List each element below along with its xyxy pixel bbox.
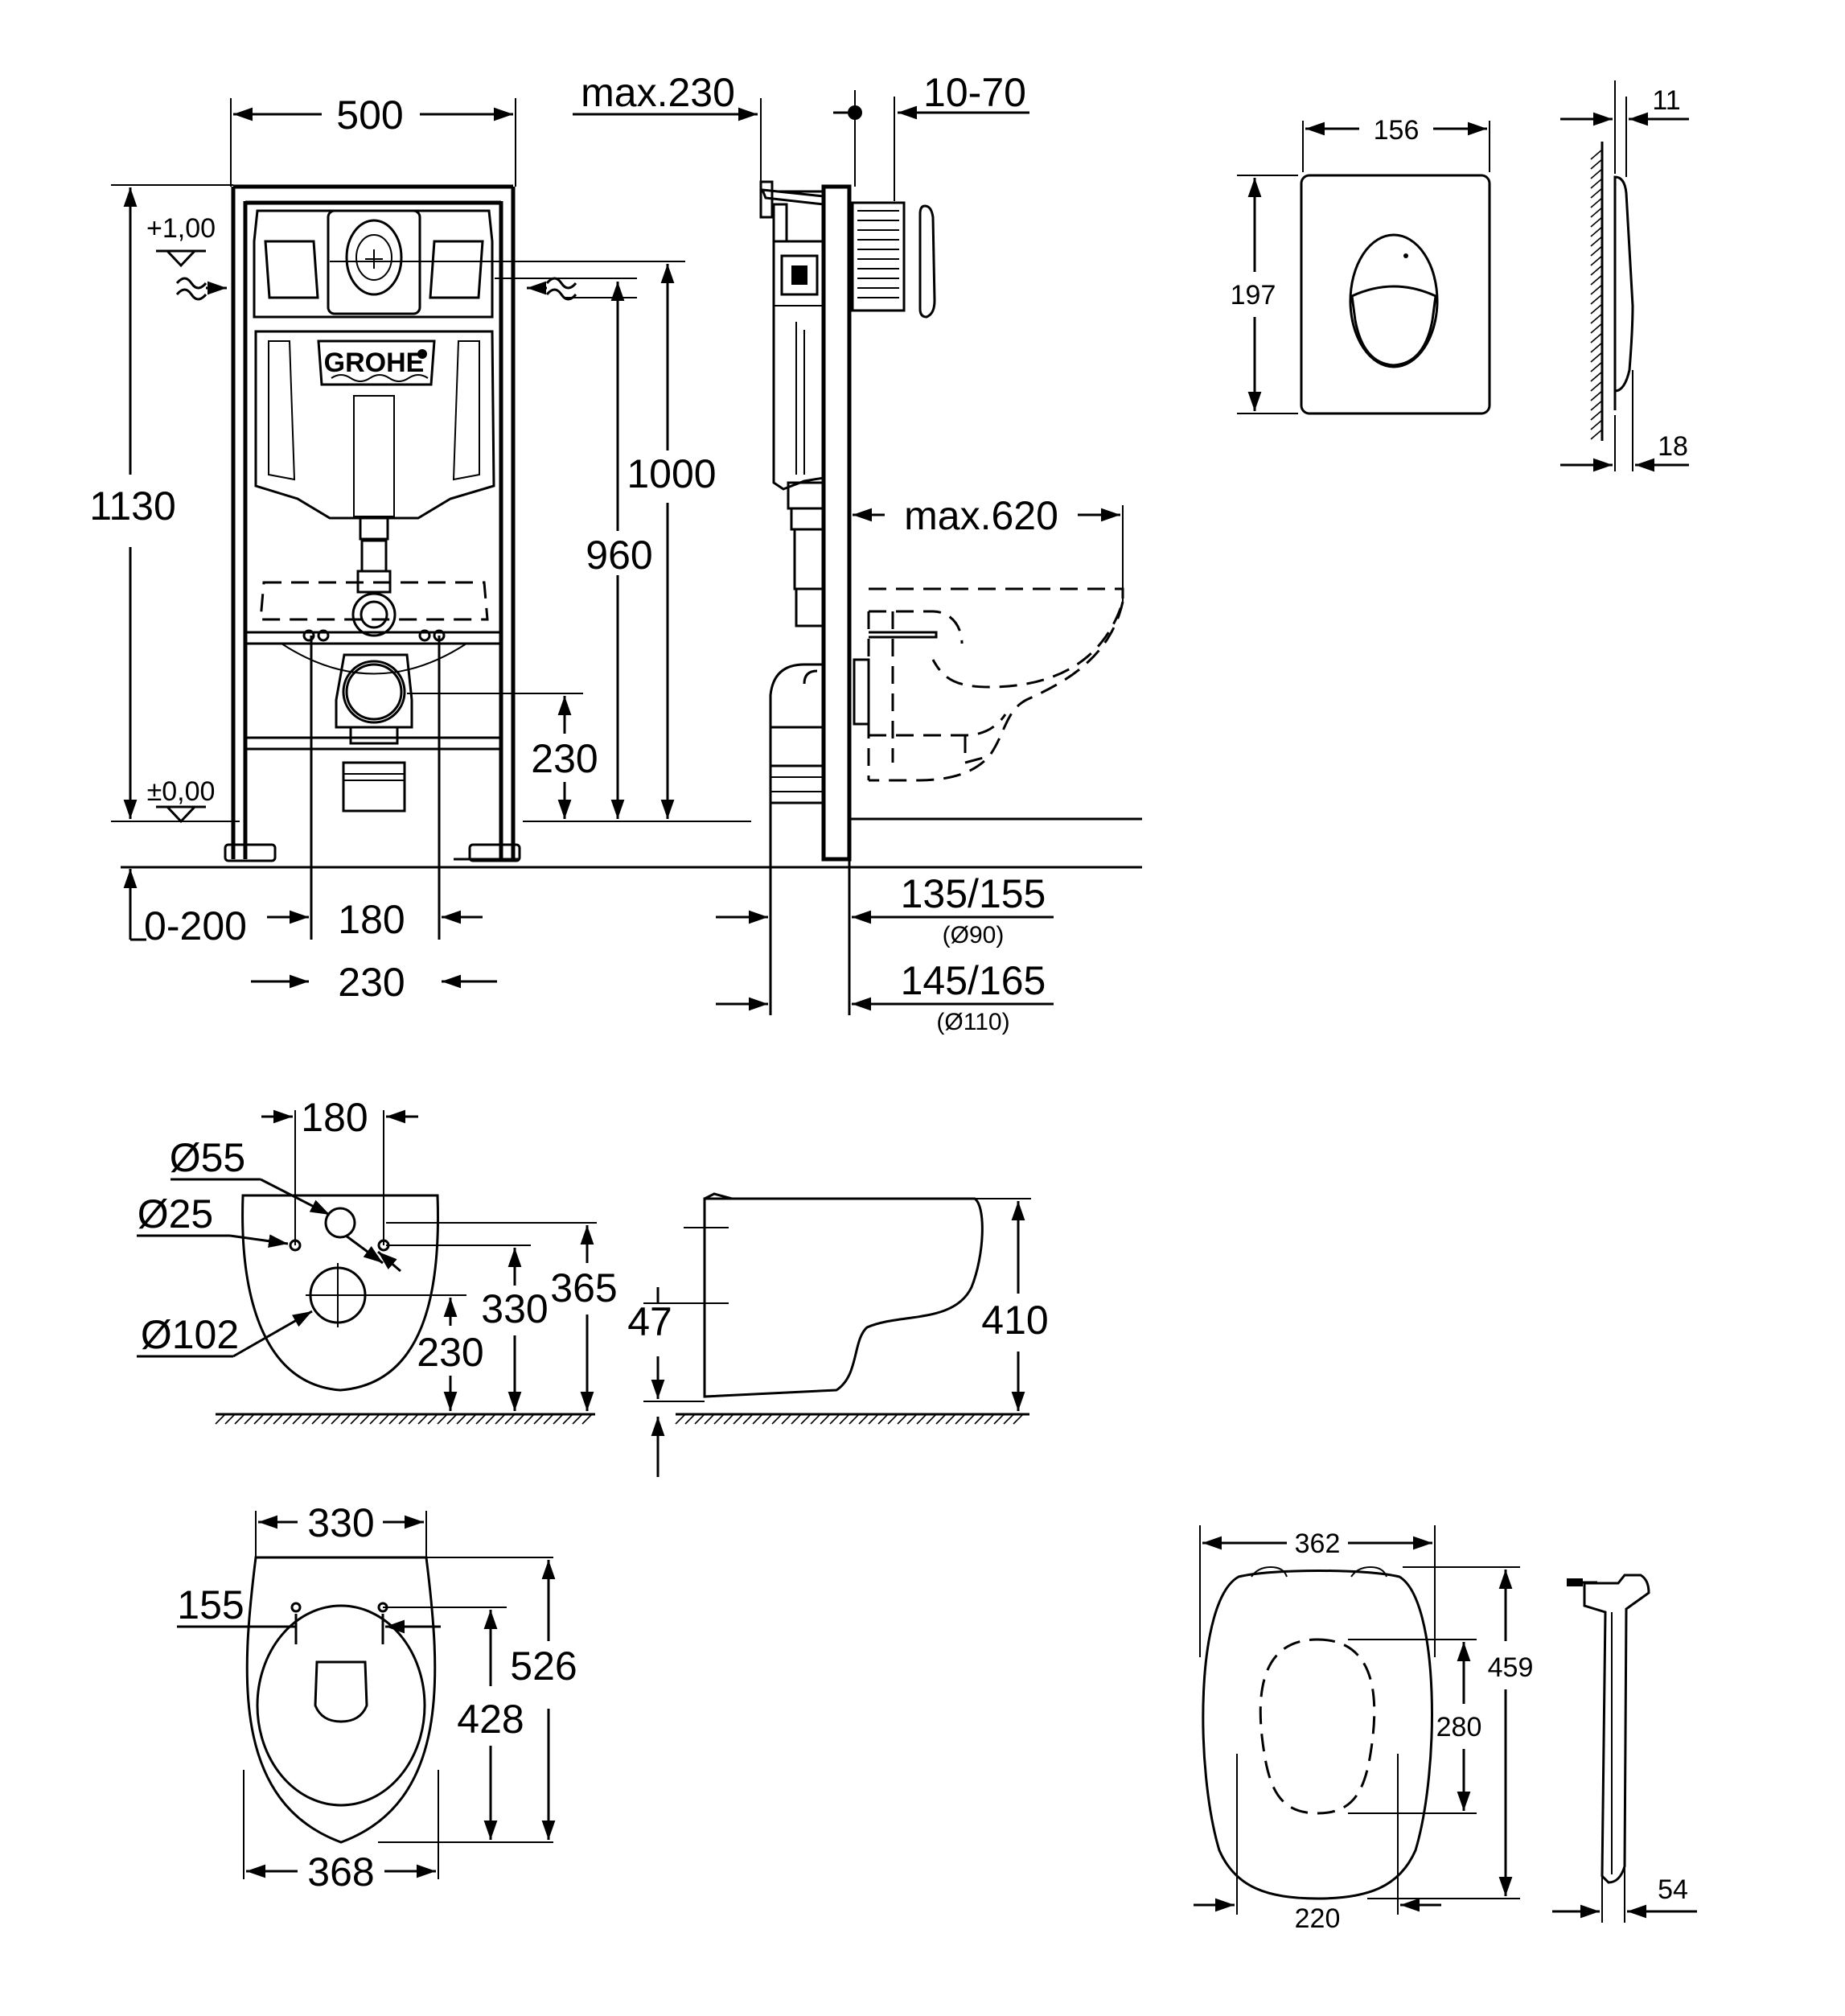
flush-plate-views: 156 197 11 18	[1231, 80, 1689, 472]
max-230-label: max.230	[581, 70, 735, 115]
bowl-side-410-label: 410	[981, 1298, 1048, 1343]
seat-views: 362 459 280 220 54	[1194, 1525, 1697, 1934]
plate-height-label: 197	[1231, 280, 1276, 311]
bowl-d25-label: Ø25	[138, 1191, 214, 1236]
seat-length-label: 459	[1488, 1652, 1534, 1683]
bowl-top-368-label: 368	[307, 1849, 374, 1895]
dim-d90-label: (Ø90)	[943, 922, 1005, 948]
offset-0-200-label: 0-200	[144, 903, 247, 948]
frame-front-view: 500 1130 +1,00 ±0,00	[89, 93, 1142, 1005]
flush-plate-front	[1300, 174, 1491, 415]
bowl-top-428-label: 428	[457, 1697, 524, 1742]
level-top-label: +1,00	[146, 213, 216, 244]
bowl-front-outline	[241, 1194, 439, 1392]
bowl-height-365-label: 365	[550, 1265, 617, 1310]
bowl-top-330-label: 330	[307, 1500, 374, 1545]
bowl-side-47-label: 47	[627, 1299, 672, 1344]
bowl-side-outline	[703, 1197, 984, 1398]
seat-thickness-label: 54	[1658, 1874, 1688, 1905]
seat-width-label: 362	[1295, 1528, 1341, 1559]
bowl-top-view: 330 155 428 526 368	[177, 1500, 577, 1895]
dim-145-165-label: 145/165	[901, 958, 1046, 1003]
bowl-top-outline	[245, 1556, 437, 1844]
plate-thickness-18-label: 18	[1658, 431, 1688, 462]
seat-inner-width-label: 220	[1295, 1903, 1341, 1934]
width-180-label: 180	[338, 897, 405, 942]
bowl-d55-label: Ø55	[170, 1135, 246, 1180]
bowl-height-230-label: 230	[417, 1330, 483, 1375]
frame-width-label: 500	[336, 93, 403, 138]
width-230-label: 230	[338, 960, 405, 1005]
frame-height-label: 1130	[89, 483, 176, 529]
height-1000-label: 1000	[627, 451, 716, 496]
plate-width-label: 156	[1374, 115, 1420, 146]
bowl-front-180-label: 180	[301, 1095, 368, 1140]
dim-135-155-label: 135/155	[901, 871, 1046, 916]
frame-side-view: max.230 10-70	[573, 70, 1142, 1035]
plate-thickness-11-label: 11	[1652, 85, 1680, 116]
grohe-brand-logo: GROHE	[324, 348, 425, 378]
bowl-top-526-label: 526	[510, 1644, 577, 1689]
level-zero-label: ±0,00	[147, 776, 216, 807]
bowl-d102-label: Ø102	[141, 1312, 239, 1357]
bowl-side-view: 47 410	[627, 1192, 1049, 1477]
height-960-label: 960	[586, 533, 652, 578]
bowl-front-view: 180 Ø55 Ø25 Ø102 230 330	[137, 1095, 618, 1425]
bowl-top-155-label: 155	[177, 1582, 244, 1627]
range-10-70-label: 10-70	[923, 70, 1026, 115]
seat-inner-length-label: 280	[1436, 1712, 1482, 1742]
max-620-label: max.620	[904, 493, 1058, 538]
height-230-label: 230	[531, 736, 598, 781]
bowl-height-330-label: 330	[481, 1286, 548, 1331]
seat-side-profile	[1583, 1574, 1650, 1884]
seat-outline	[1202, 1570, 1433, 1900]
dim-d110-label: (Ø110)	[936, 1009, 1009, 1035]
